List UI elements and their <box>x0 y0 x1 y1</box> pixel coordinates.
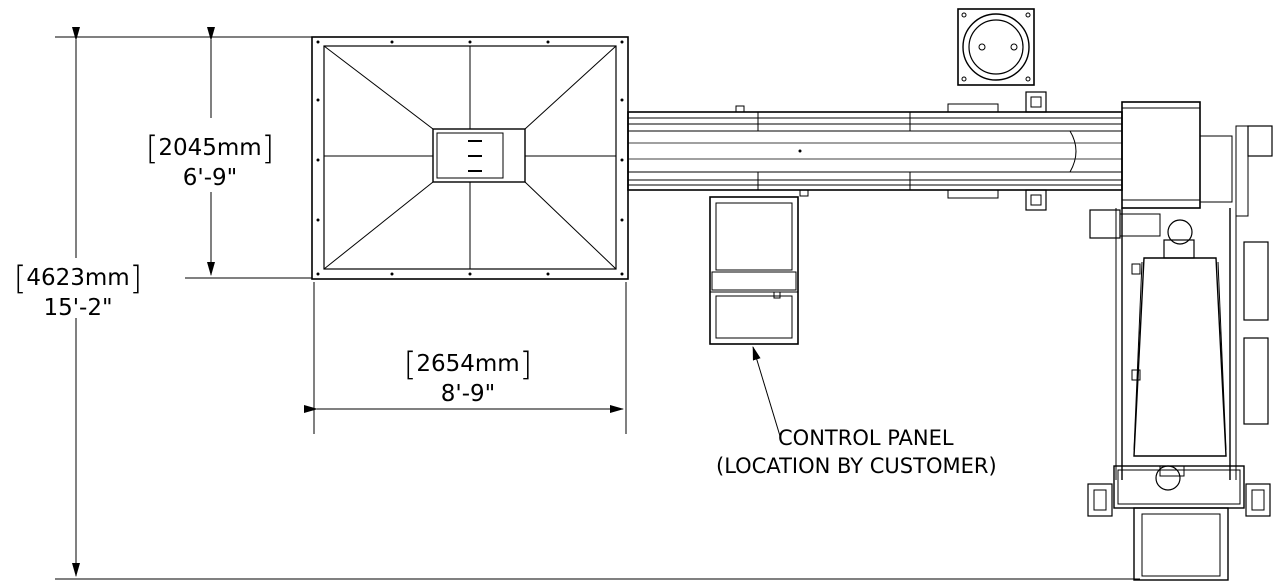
hopper-width-metric: 2654mm <box>416 351 520 377</box>
hopper-depth-metric: 2045mm <box>158 135 262 161</box>
control-panel-leader <box>752 346 781 437</box>
overall-height-imperial: 15'-2" <box>43 295 113 321</box>
overall-height-dimension <box>55 27 1140 580</box>
horizontal-conveyor <box>627 91 1123 211</box>
hopper-depth-dimension <box>185 27 312 279</box>
callout-line-1: CONTROL PANEL <box>778 426 954 450</box>
overall-height-metric: 4623mm <box>26 265 130 291</box>
hopper-width-label: [2654mm] 8'-9" <box>396 348 540 406</box>
hopper-width-dimension <box>304 282 627 434</box>
callout-line-2: (LOCATION BY CUSTOMER) <box>716 454 997 478</box>
round-inlet-component <box>957 8 1035 86</box>
bracket-open: [ <box>145 129 159 167</box>
bracket-open: [ <box>13 259 27 297</box>
hopper-depth-imperial: 6'-9" <box>182 165 238 191</box>
control-panel-callout: CONTROL PANEL (LOCATION BY CUSTOMER) <box>716 428 997 477</box>
bracket-open: [ <box>403 345 417 383</box>
bracket-close: ] <box>261 129 275 167</box>
overall-height-label: [4623mm] 15'-2" <box>6 262 150 320</box>
hopper-depth-label: [2045mm] 6'-9" <box>138 132 282 190</box>
bracket-close: ] <box>129 259 143 297</box>
hopper-width-imperial: 8'-9" <box>440 381 496 407</box>
control-panel <box>709 196 799 345</box>
bracket-close: ] <box>519 345 533 383</box>
vertical-conveyor-assembly <box>1087 101 1273 581</box>
hopper <box>311 36 629 280</box>
